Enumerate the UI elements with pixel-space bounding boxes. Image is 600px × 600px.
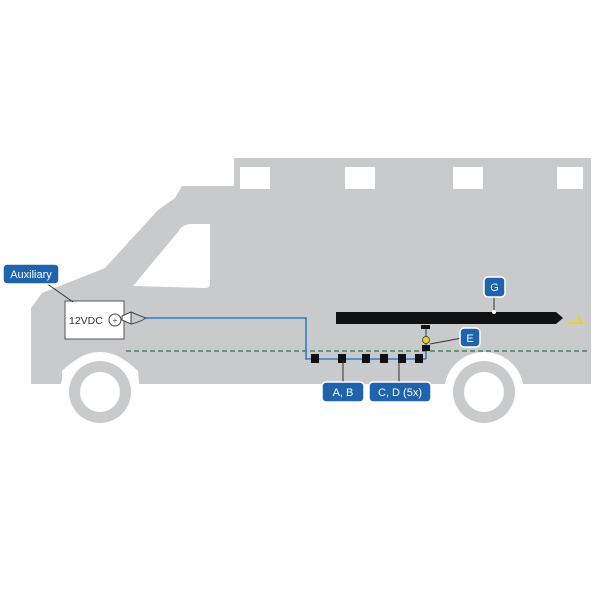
callout-ab: A, B xyxy=(321,381,365,403)
connector-5 xyxy=(398,354,406,363)
component-e xyxy=(421,325,430,351)
roof-window-4 xyxy=(557,167,583,189)
battery-label: 12VDC xyxy=(69,315,103,327)
callout-g-label: G xyxy=(490,282,499,294)
van-body xyxy=(31,158,591,384)
rear-lamp-accent xyxy=(568,315,584,324)
callout-ab-label: A, B xyxy=(333,387,354,399)
callout-auxiliary-label: Auxiliary xyxy=(10,269,52,281)
light-rail-g xyxy=(336,312,563,324)
roof-window-3 xyxy=(453,167,483,189)
front-wheel xyxy=(60,352,140,432)
connector-6 xyxy=(415,354,423,363)
connector-2 xyxy=(338,354,346,363)
connector-3 xyxy=(362,354,370,363)
callout-g: G xyxy=(483,276,506,298)
callout-cd-label: C, D (5x) xyxy=(378,387,422,399)
battery-12vdc: 12VDC + xyxy=(64,300,148,340)
rear-wheel xyxy=(444,352,524,432)
callout-auxiliary: Auxiliary xyxy=(2,263,60,285)
svg-text:+: + xyxy=(113,316,118,325)
callout-e: E xyxy=(459,327,481,348)
connectors xyxy=(311,354,423,363)
cab-window xyxy=(133,224,210,288)
connector-4 xyxy=(380,354,388,363)
connector-1 xyxy=(311,354,319,363)
roof-window-2 xyxy=(345,167,375,189)
callout-e-label: E xyxy=(466,333,473,345)
callout-cd: C, D (5x) xyxy=(368,381,432,403)
roof-window-1 xyxy=(240,167,270,189)
